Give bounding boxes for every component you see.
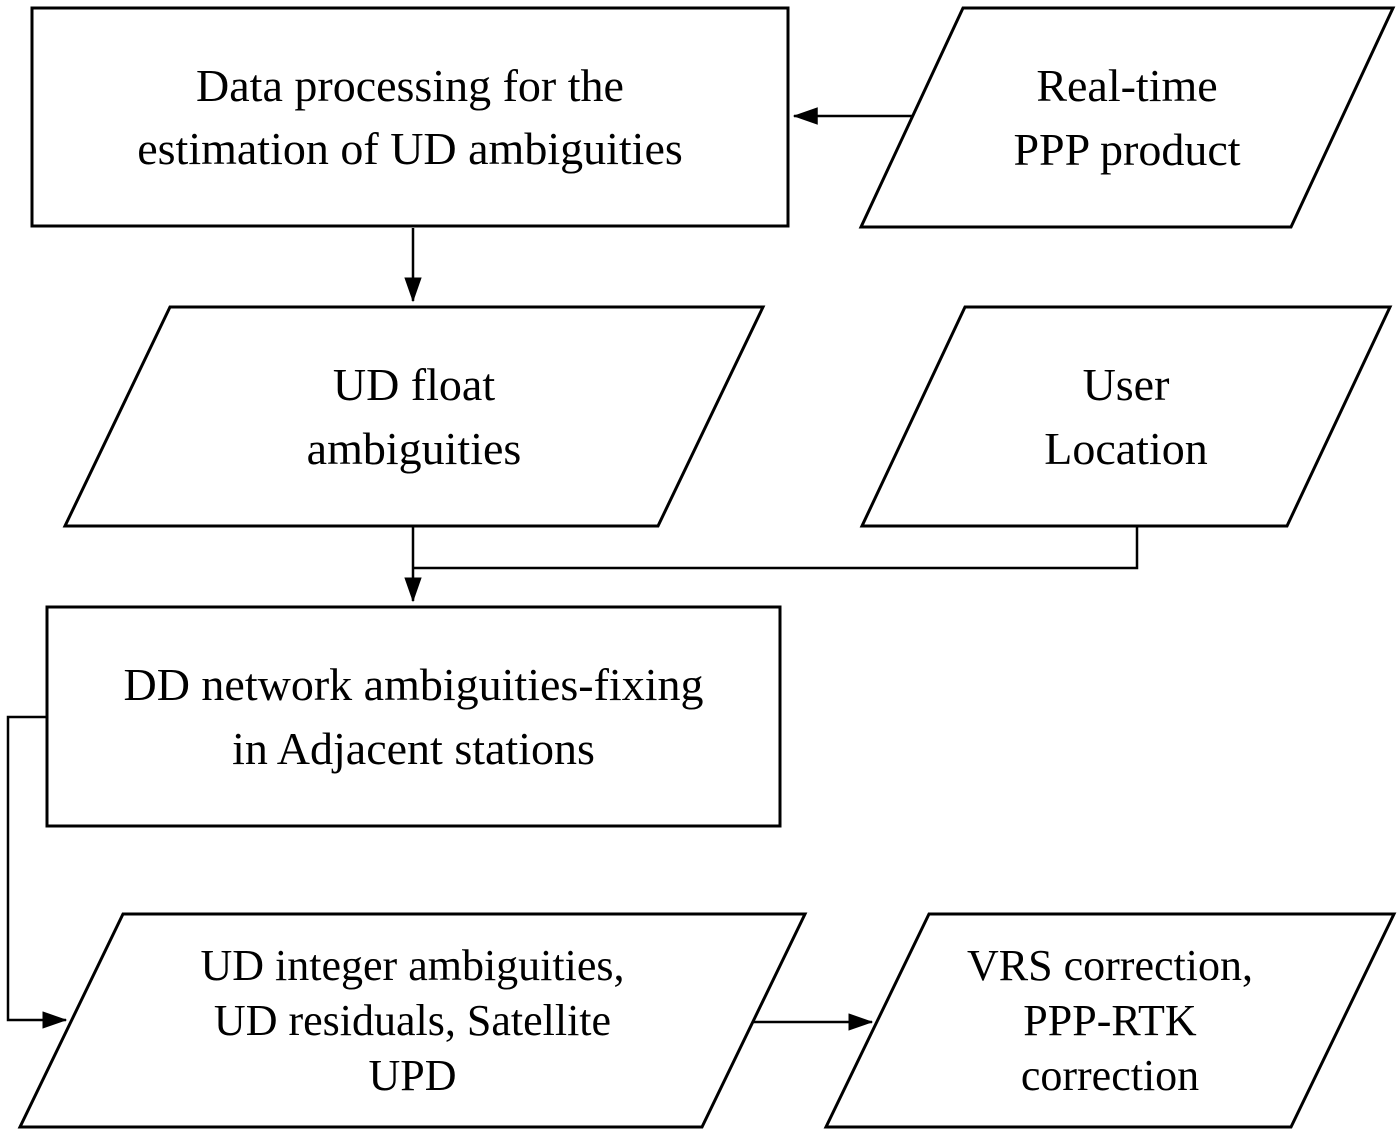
node-shape-ud-integer-ambiguities bbox=[17, 912, 808, 1129]
node-shape-dd-network-fixing bbox=[45, 605, 782, 828]
node-shape-vrs-ppp-rtk-correction bbox=[823, 912, 1397, 1129]
node-shape-data-processing bbox=[30, 6, 790, 228]
node-shape-user-location bbox=[859, 305, 1393, 528]
edge-user-location-branch bbox=[413, 527, 1139, 570]
node-shape-ud-float-ambiguities bbox=[62, 305, 766, 528]
node-shape-realtime-ppp-product bbox=[858, 6, 1396, 229]
edge-dd-network-to-ud-integer bbox=[6, 715, 68, 1029]
